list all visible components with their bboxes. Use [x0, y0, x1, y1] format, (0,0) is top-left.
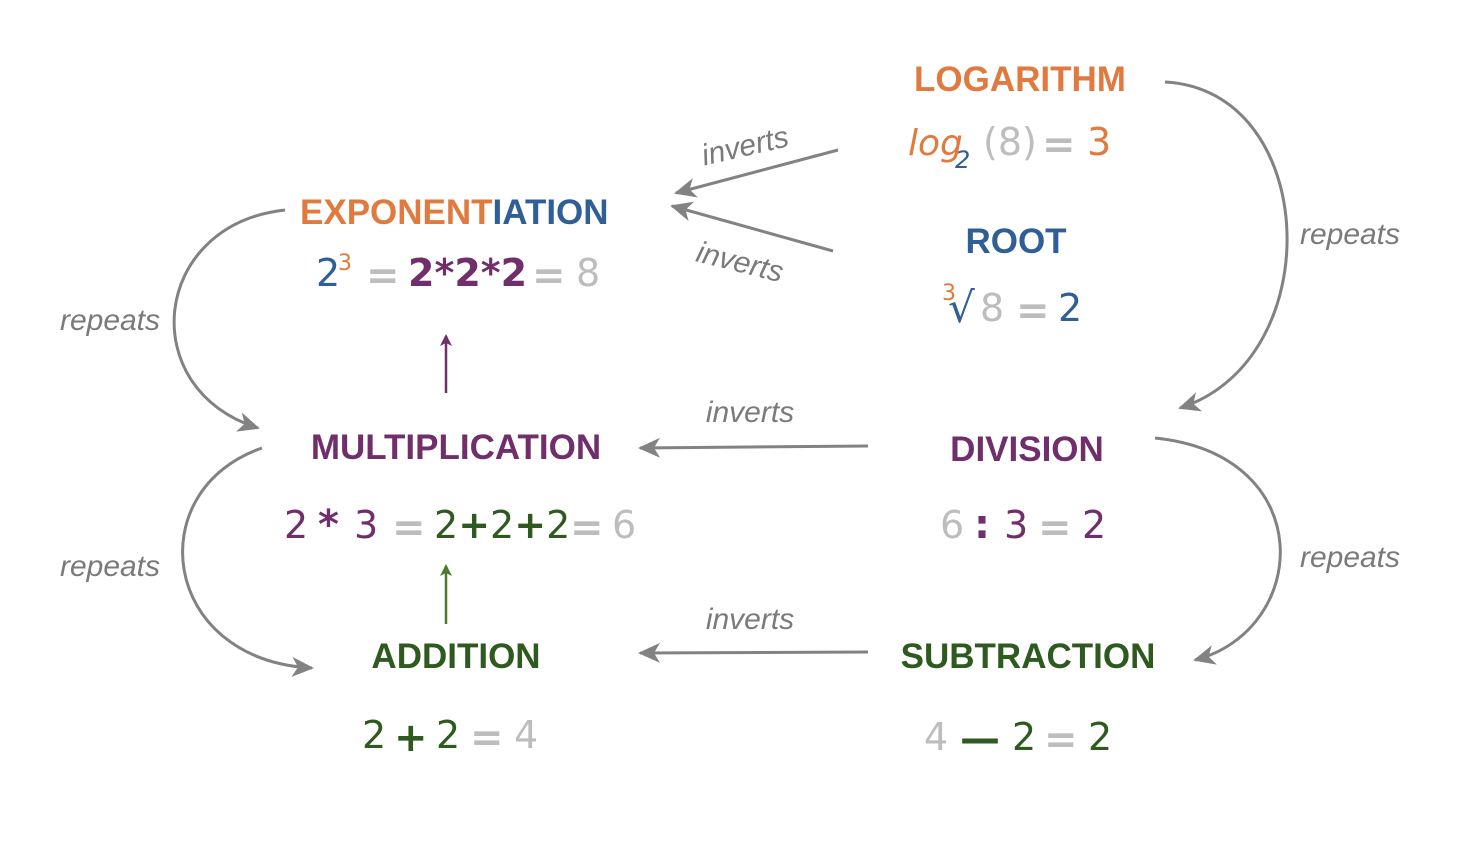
eq-equals: =	[470, 715, 504, 761]
node-equation: log 2 (8) = 3	[908, 120, 1111, 174]
eq-expanded: 2*2*2	[408, 251, 527, 295]
node-title: ROOT	[965, 222, 1066, 261]
eq-equals: =	[1044, 717, 1078, 763]
eq-log-argument: (8)	[983, 120, 1037, 164]
node-title: MULTIPLICATION	[311, 428, 601, 467]
repeats-arrow-mul-to-add	[181, 446, 314, 677]
eq-radical-sign: √	[948, 283, 975, 332]
node-division: DIVISION 6 : 3 = 2	[940, 430, 1106, 551]
eq-equals-1: =	[392, 505, 426, 551]
eq-operator: *	[318, 502, 339, 548]
eq-a: 4	[924, 715, 948, 759]
label-inverts-sub: inverts	[706, 603, 794, 636]
inverts-arrow-log-to-exp	[674, 148, 839, 198]
repeats-arrow-log-to-div	[1164, 80, 1289, 412]
eq-log-function: log	[908, 123, 963, 164]
eq-result: 6	[612, 503, 636, 547]
node-equation: 2 * 3 = 2+2+2 = 6	[284, 502, 636, 551]
label-inverts-div: inverts	[706, 396, 794, 429]
eq-base: 2	[316, 251, 340, 295]
eq-equals: =	[1038, 505, 1072, 551]
eq-root-index: 3	[942, 281, 956, 306]
eq-b: 3	[1004, 503, 1028, 547]
eq-a: 2	[362, 713, 386, 757]
title-part-iation: IATION	[493, 193, 609, 232]
inverts-arrow-sub-to-add	[638, 642, 869, 663]
eq-expanded-b: 2	[490, 503, 514, 547]
node-exponentiation: EXPONENTIATION 2 3 = 2*2*2 = 8	[300, 193, 609, 299]
eq-b: 2	[1012, 715, 1036, 759]
node-equation: 2 + 2 = 4	[362, 713, 538, 761]
node-equation: 4 — 2 = 2	[924, 715, 1112, 763]
eq-equals-2: =	[570, 505, 604, 551]
eq-equals: =	[1042, 122, 1076, 168]
eq-radicand: 8	[980, 286, 1004, 330]
eq-operator: —	[960, 716, 1000, 762]
eq-expanded-op1: +	[458, 503, 490, 547]
title-part-exponent: EXPONENT	[300, 193, 493, 232]
node-title: ADDITION	[371, 637, 540, 676]
node-title: DIVISION	[950, 430, 1104, 469]
node-equation: 6 : 3 = 2	[940, 502, 1106, 551]
label-repeats-log-div: repeats	[1300, 218, 1400, 251]
eq-a: 2	[284, 503, 308, 547]
eq-result: 2	[1082, 503, 1106, 547]
node-title: EXPONENTIATION	[300, 193, 609, 232]
eq-b: 3	[354, 503, 378, 547]
repeats-arrow-exp-to-mul	[172, 208, 286, 432]
node-root: ROOT 3 √ 8 = 2	[942, 222, 1082, 334]
eq-b: 2	[436, 713, 460, 757]
eq-expanded: 2+2+2	[434, 503, 570, 547]
node-equation: 2 3 = 2*2*2 = 8	[316, 251, 600, 299]
eq-log-base: 2	[955, 146, 970, 174]
label-repeats-div-sub: repeats	[1300, 541, 1400, 574]
label-inverts-root: inverts	[693, 236, 787, 289]
node-equation: 3 √ 8 = 2	[942, 281, 1082, 334]
eq-result: 4	[514, 713, 538, 757]
eq-result: 3	[1087, 120, 1111, 164]
node-addition: ADDITION 2 + 2 = 4	[362, 637, 541, 761]
repeats-arrow-div-to-sub	[1154, 436, 1282, 665]
node-multiplication: MULTIPLICATION 2 * 3 = 2+2+2 = 6	[284, 428, 636, 551]
node-subtraction: SUBTRACTION 4 — 2 = 2	[901, 637, 1156, 763]
eq-result: 8	[576, 251, 600, 295]
inverts-arrow-div-to-mul	[638, 437, 869, 458]
inverts-arrow-root-to-exp	[670, 201, 834, 253]
eq-operator: :	[974, 502, 990, 548]
eq-exponent: 3	[338, 251, 352, 276]
eq-equals-2: =	[532, 253, 566, 299]
eq-expanded-c: 2	[546, 503, 570, 547]
node-logarithm: LOGARITHM log 2 (8) = 3	[908, 60, 1126, 174]
eq-equals: =	[1016, 288, 1050, 334]
label-repeats-mul-add: repeats	[60, 550, 160, 583]
eq-operator: +	[394, 715, 428, 761]
node-title: SUBTRACTION	[901, 637, 1156, 676]
node-title: LOGARITHM	[914, 60, 1126, 99]
label-repeats-exp-mul: repeats	[60, 304, 160, 337]
eq-equals-1: =	[366, 253, 400, 299]
eq-expanded-a: 2	[434, 503, 458, 547]
eq-result: 2	[1058, 286, 1082, 330]
eq-result: 2	[1088, 715, 1112, 759]
eq-expanded-op2: +	[514, 503, 546, 547]
eq-a: 6	[940, 503, 964, 547]
